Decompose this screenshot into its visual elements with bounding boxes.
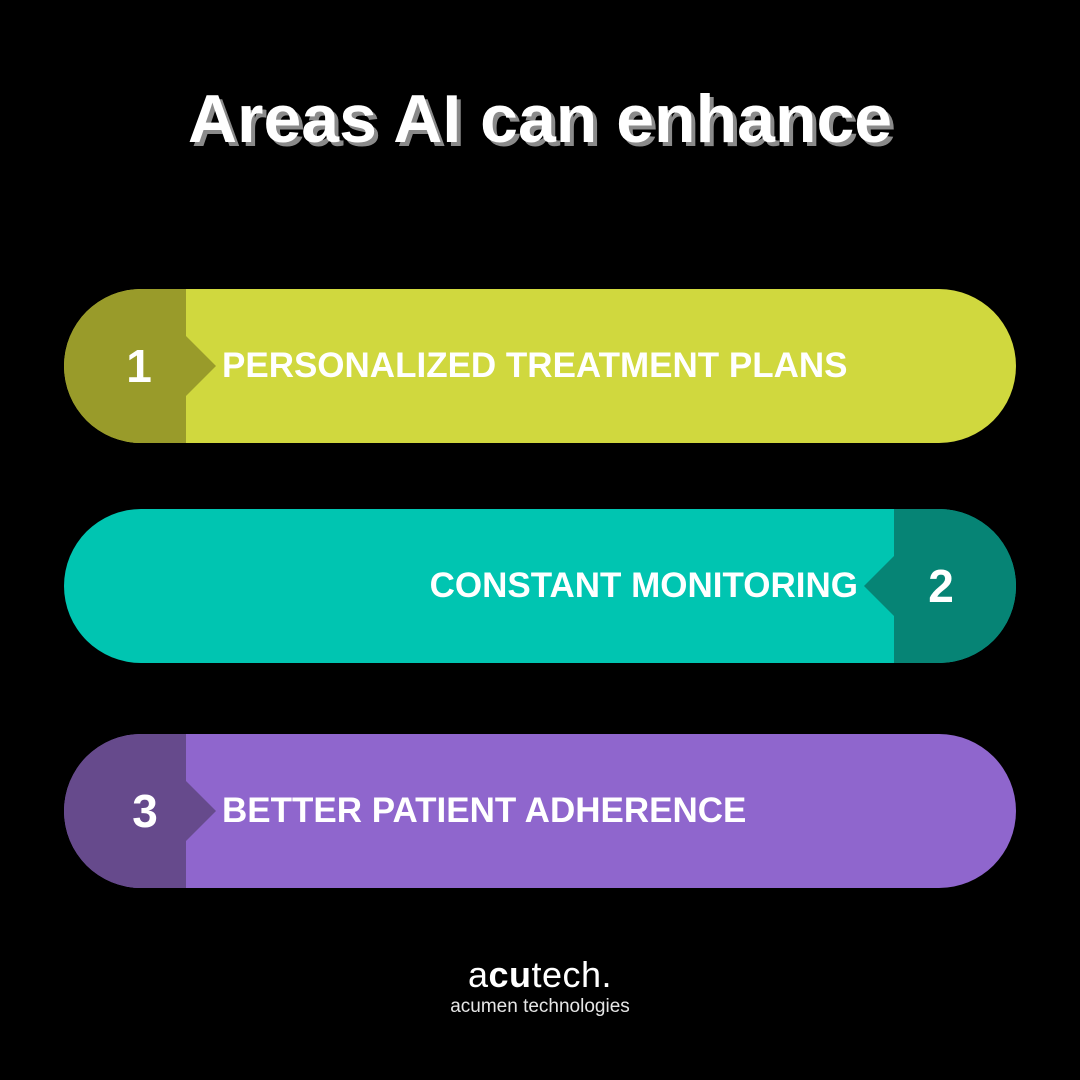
item-number: 1 [126, 340, 152, 392]
number-badge [64, 289, 186, 443]
brand-logo: acutech. acumen technologies [0, 955, 1080, 1019]
item-number: 2 [928, 560, 954, 612]
list-item-personalized-treatment-plans: 1 PERSONALIZED TREATMENT PLANS [64, 289, 1016, 443]
arrow-right-icon [186, 336, 216, 396]
number-badge [64, 734, 186, 888]
list-item-constant-monitoring: 2 CONSTANT MONITORING [64, 509, 1016, 663]
item-number: 3 [132, 785, 158, 837]
item-label: PERSONALIZED TREATMENT PLANS [222, 346, 848, 385]
logo-part: tech. [531, 954, 613, 995]
list-item-better-patient-adherence: 3 BETTER PATIENT ADHERENCE [64, 734, 1016, 888]
logo-tagline: acumen technologies [450, 996, 630, 1017]
arrow-left-icon [864, 556, 894, 616]
item-label: BETTER PATIENT ADHERENCE [222, 791, 747, 830]
item-label: CONSTANT MONITORING [429, 566, 858, 605]
logo-part-bold: cu [488, 954, 532, 995]
arrow-right-icon [186, 781, 216, 841]
logo-part: a [467, 954, 489, 995]
page-title: Areas AI can enhance [187, 81, 893, 157]
number-badge [894, 509, 1016, 663]
logo-wordmark: acutech. [0, 955, 1080, 995]
